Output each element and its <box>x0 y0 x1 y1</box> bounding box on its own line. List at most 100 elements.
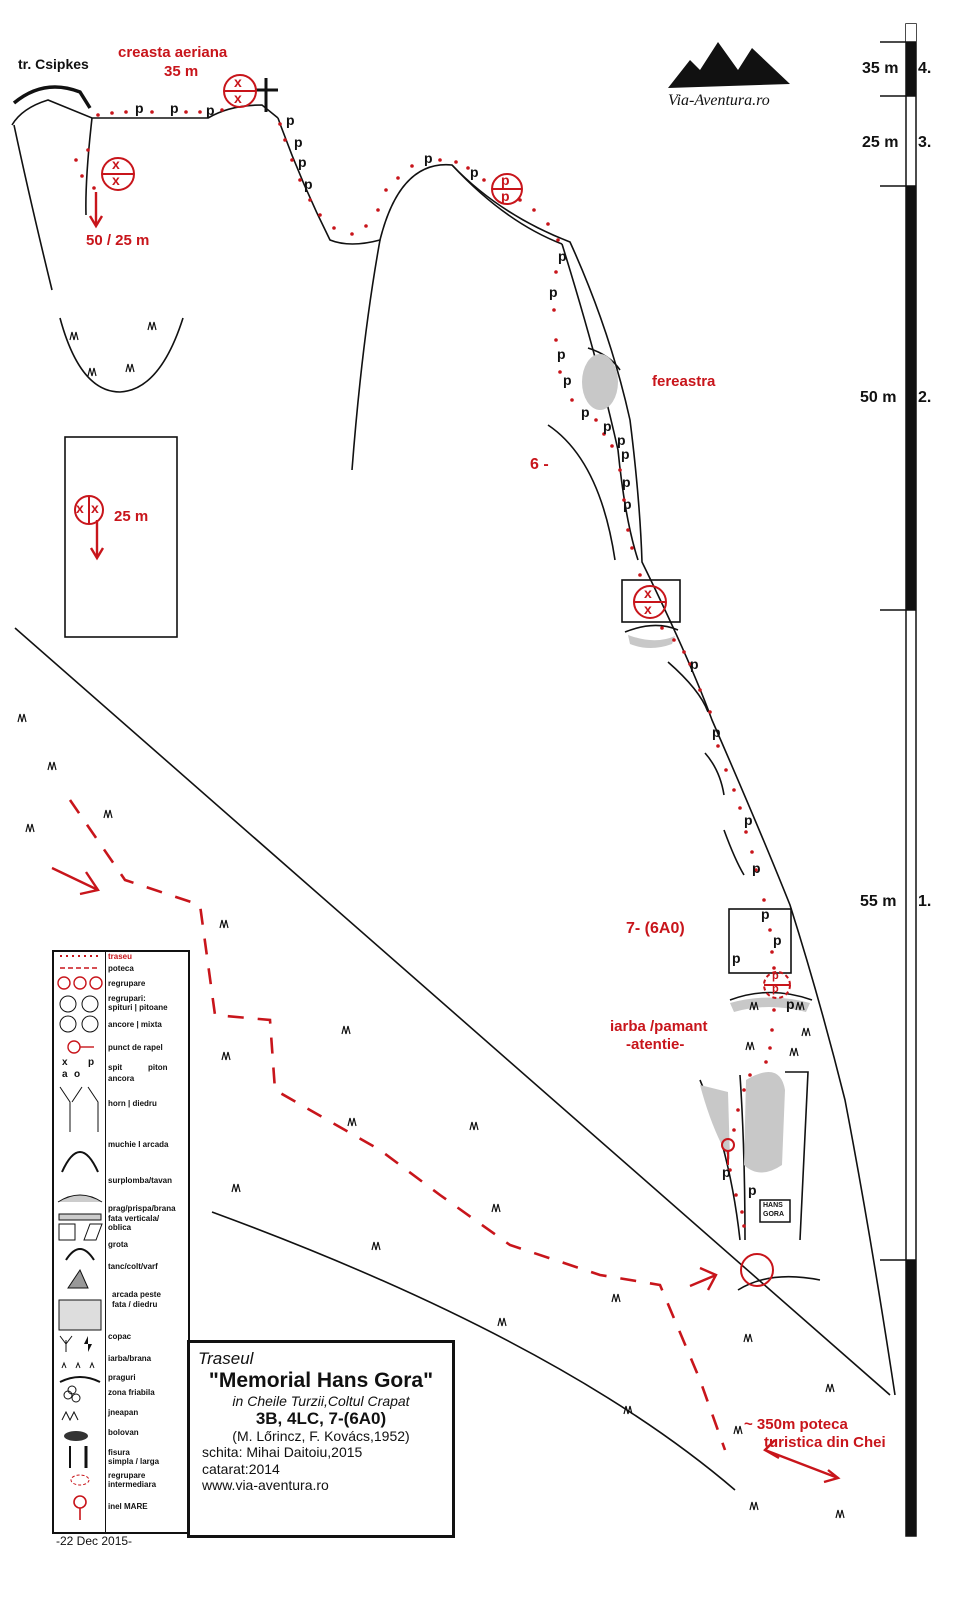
info-heading: Traseul <box>198 1349 254 1368</box>
anchor-x: x <box>234 90 242 106</box>
legend-intermediate-2: intermediara <box>108 1480 157 1489</box>
anchor-x: x <box>112 172 120 188</box>
legend-crack: fisura <box>108 1448 130 1457</box>
scale-pitch-4: 4. <box>918 60 932 77</box>
piton-marker: p <box>722 1164 731 1180</box>
legend-o-symbol: o <box>74 1069 81 1080</box>
anchor-x: x <box>644 601 652 617</box>
anchor-x: x <box>644 585 652 601</box>
anchor-p: p <box>501 172 510 188</box>
traverse-arrow <box>12 85 92 109</box>
legend-piton: piton <box>148 1063 168 1072</box>
scale-pitch-2: 2. <box>918 389 932 406</box>
anchor-x: x <box>112 156 120 172</box>
legend-face: fata verticala/ <box>108 1214 160 1223</box>
legend-p-symbol: p <box>88 1057 95 1068</box>
piton-marker: p <box>549 284 558 300</box>
legend-bolt: spit <box>108 1063 123 1072</box>
legend-cave: grota <box>108 1240 128 1249</box>
belay-stations <box>74 74 791 1287</box>
piton-marker: p <box>135 100 144 116</box>
legend-intermediate: regrupare <box>108 1471 146 1480</box>
piton-marker: p <box>744 812 753 828</box>
pitch-scale <box>880 23 917 1537</box>
legend-belay: regrupare <box>108 979 146 988</box>
grass-tufts <box>17 321 845 1519</box>
date-label: -22 Dec 2015- <box>56 1534 133 1548</box>
piton-marker: p <box>470 164 479 180</box>
ridge-length: 35 m <box>164 63 199 80</box>
route-location: in Cheile Turzii,Coltul Crapat <box>232 1392 410 1409</box>
legend-steps: praguri <box>108 1373 136 1382</box>
legend-oblique: oblica <box>108 1223 132 1232</box>
traverse-label: tr. Csipkes <box>18 56 89 72</box>
legend-loose: zona friabila <box>108 1388 155 1397</box>
piton-marker: p <box>563 372 572 388</box>
anchor-x: x <box>234 74 242 90</box>
piton-marker: p <box>622 474 631 490</box>
legend-anchors-mixed: ancore | mixta <box>108 1020 162 1029</box>
legend-rappel: punct de rapel <box>108 1043 163 1052</box>
anchor-x: x <box>91 500 99 516</box>
plaque-frame <box>759 1199 791 1223</box>
legend-path: poteca <box>108 964 134 973</box>
legend-big-ring: inel MARE <box>108 1502 148 1511</box>
piton-marker: p <box>623 496 632 512</box>
piton-marker: p <box>617 432 626 448</box>
grass-label: iarba /pamant <box>610 1018 708 1035</box>
tourist-path <box>68 799 727 1451</box>
legend-bolts-pitons: spituri | pitoane <box>108 1003 168 1012</box>
route-name: "Memorial Hans Gora" <box>208 1368 434 1392</box>
piton-marker: p <box>603 418 612 434</box>
piton-marker: p <box>298 154 307 170</box>
piton-marker: p <box>732 950 741 966</box>
summit-cross <box>256 78 278 112</box>
scale-pitch-1: 1. <box>918 893 932 910</box>
legend-arch-type: fata / diedru <box>112 1300 158 1309</box>
website: www.via-aventura.ro <box>202 1476 329 1493</box>
climbed-year: catarat:2014 <box>202 1460 280 1477</box>
legend-arch: arcada peste <box>112 1290 161 1299</box>
piton-marker: p <box>557 346 566 362</box>
legend-arete: muchie I arcada <box>108 1140 169 1149</box>
scale-pitch-3: 3. <box>918 134 932 151</box>
legend-tree: copac <box>108 1332 132 1341</box>
piton-marker: p <box>752 860 761 876</box>
piton-marker: p <box>304 176 313 192</box>
legend-pine: jneapan <box>108 1408 139 1417</box>
anchor-p: p <box>772 970 779 982</box>
legend-pinnacle: tanc/colt/varf <box>108 1262 158 1271</box>
route-info-box: Traseul "Memorial Hans Gora" in Cheile T… <box>187 1340 455 1538</box>
piton-marker: p <box>558 248 567 264</box>
piton-marker: p <box>206 102 215 118</box>
anchor-p: p <box>501 188 510 204</box>
path-label-1: ~ 350m poteca <box>744 1416 848 1433</box>
piton-marker: p <box>761 906 770 922</box>
path-label-2: turistica din Chei <box>764 1434 886 1451</box>
rock-shading <box>582 354 810 1173</box>
anchor-x: x <box>76 500 84 516</box>
boxes <box>64 436 792 974</box>
scale-length-4: 35 m <box>862 60 899 77</box>
logo-text: Via-Aventura.ro <box>668 92 770 109</box>
piton-marker: p <box>712 724 721 740</box>
route-grade: 3B, 4LC, 7-(6A0) <box>255 1408 387 1428</box>
legend-route: traseu <box>108 952 133 961</box>
rappel-label-2: 25 m <box>114 508 149 525</box>
scale-length-2: 50 m <box>860 389 897 406</box>
window-label: fereastra <box>652 373 716 390</box>
rock-outlines <box>11 99 896 1491</box>
piton-marker: p <box>621 446 630 462</box>
legend-x-symbol: x <box>62 1057 68 1068</box>
piton-marker: p <box>294 134 303 150</box>
scale-length-1: 55 m <box>860 893 897 910</box>
legend-chimney: horn | diedru <box>108 1099 157 1108</box>
ridge-label: creasta aeriana <box>118 44 228 61</box>
piton-marker: p <box>424 150 433 166</box>
legend-grass: iarba/brana <box>108 1354 152 1363</box>
piton-marker: p <box>286 112 295 128</box>
route-dots <box>74 108 776 1228</box>
red-arrows <box>51 192 841 1484</box>
anchor-p: p <box>772 983 779 995</box>
